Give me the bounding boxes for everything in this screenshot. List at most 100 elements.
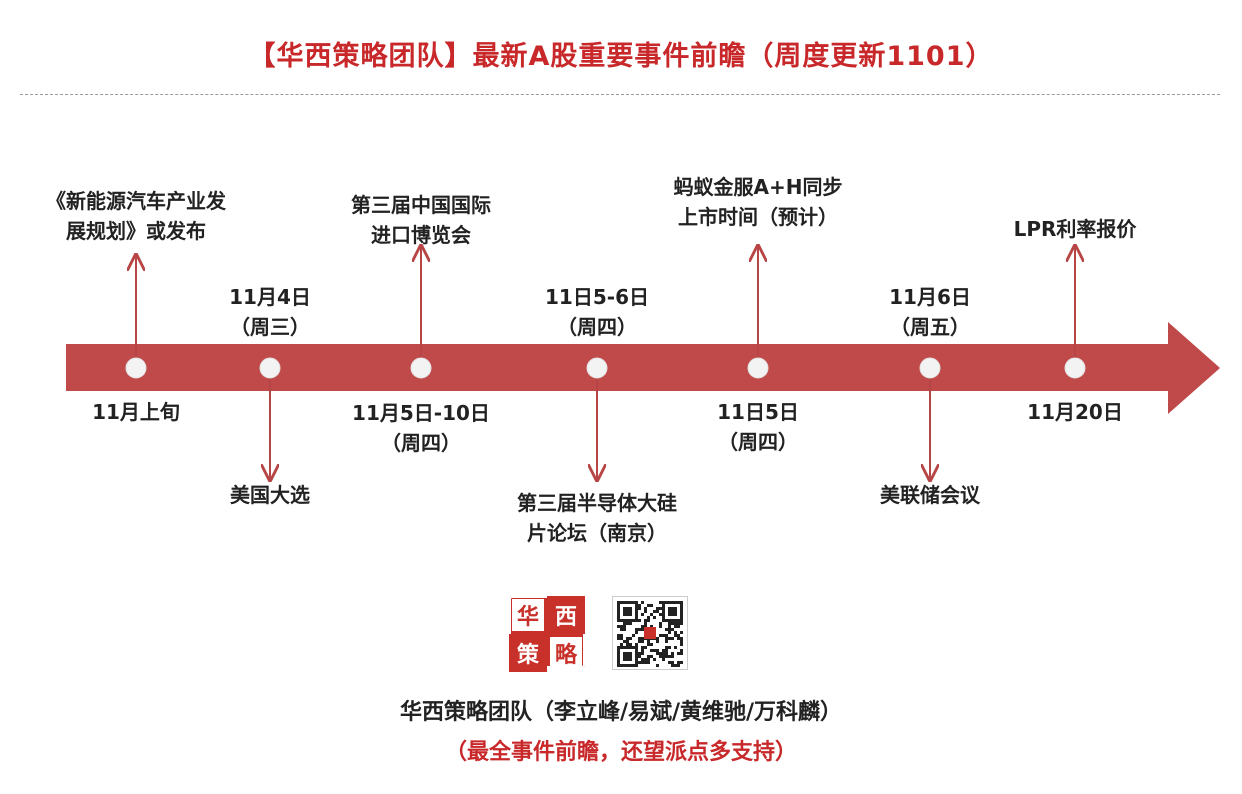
qr-module xyxy=(662,604,665,607)
date-label-line: 11月4日 xyxy=(229,285,311,309)
qr-module xyxy=(635,643,638,646)
qr-module xyxy=(671,661,674,664)
qr-module xyxy=(629,643,632,646)
event-label-line: 蚂蚁金服A+H同步 xyxy=(673,175,843,199)
date-label-line: 11日5日 xyxy=(717,400,799,424)
qr-module xyxy=(671,655,674,658)
qr-module xyxy=(662,655,665,658)
qr-module xyxy=(662,658,665,661)
qr-module xyxy=(629,652,632,655)
qr-module xyxy=(674,646,677,649)
qr-module xyxy=(659,625,662,628)
date-label: 11日5-6日（周四） xyxy=(497,282,697,342)
qr-module xyxy=(617,655,620,658)
qr-module xyxy=(680,619,683,622)
qr-module xyxy=(644,610,647,613)
qr-module xyxy=(638,640,641,643)
qr-module xyxy=(680,631,683,634)
qr-module xyxy=(647,655,650,658)
qr-module xyxy=(665,640,668,643)
event-label: LPR利率报价 xyxy=(985,214,1165,244)
qr-module xyxy=(668,628,671,631)
qr-module xyxy=(647,619,650,622)
qr-module xyxy=(626,622,629,625)
qr-module xyxy=(644,625,647,628)
qr-module xyxy=(653,610,656,613)
qr-module xyxy=(659,634,662,637)
qr-module xyxy=(635,658,638,661)
timeline-node xyxy=(125,357,147,379)
date-label: 11月6日（周五） xyxy=(830,282,1030,342)
qr-module xyxy=(623,619,626,622)
qr-module xyxy=(617,664,620,667)
qr-module xyxy=(617,652,620,655)
qr-module xyxy=(677,601,680,604)
qr-module xyxy=(629,601,632,604)
qr-module xyxy=(626,655,629,658)
qr-module xyxy=(638,661,641,664)
qr-module xyxy=(620,601,623,604)
qr-module xyxy=(620,625,623,628)
qr-module xyxy=(623,622,626,625)
qr-module xyxy=(635,664,638,667)
qr-module xyxy=(626,646,629,649)
qr-module xyxy=(668,619,671,622)
qr-module xyxy=(626,637,629,640)
qr-module xyxy=(635,661,638,664)
qr-module xyxy=(680,607,683,610)
qr-module xyxy=(638,628,641,631)
qr-center-mark xyxy=(644,627,656,639)
slogan: （最全事件前瞻，还望派点多支持） xyxy=(444,740,797,765)
qr-module xyxy=(641,646,644,649)
qr-module xyxy=(623,601,626,604)
qr-module xyxy=(656,664,659,667)
qr-module xyxy=(644,646,647,649)
date-label: 11日5日（周四） xyxy=(658,397,858,457)
qr-module xyxy=(662,652,665,655)
date-label-line: （周三） xyxy=(230,315,310,339)
qr-module xyxy=(662,649,665,652)
timeline-diagram xyxy=(66,0,1220,600)
seal-char: 略 xyxy=(550,637,582,669)
qr-module xyxy=(671,607,674,610)
qr-module xyxy=(638,607,641,610)
qr-module xyxy=(644,622,647,625)
qr-module xyxy=(668,625,671,628)
qr-module xyxy=(659,607,662,610)
qr-module xyxy=(617,646,620,649)
qr-module xyxy=(671,664,674,667)
qr-module xyxy=(617,613,620,616)
qr-module xyxy=(653,658,656,661)
qr-module xyxy=(623,640,626,643)
qr-module xyxy=(680,601,683,604)
event-label-line: 片论坛（南京） xyxy=(527,521,667,545)
qr-module xyxy=(668,601,671,604)
qr-module xyxy=(626,610,629,613)
qr-module xyxy=(674,610,677,613)
qr-module xyxy=(674,613,677,616)
qr-module xyxy=(629,622,632,625)
qr-module xyxy=(641,649,644,652)
qr-module xyxy=(665,634,668,637)
qr-module xyxy=(641,601,644,604)
date-label-line: 11月上旬 xyxy=(92,400,180,424)
qr-module xyxy=(677,619,680,622)
qr-module xyxy=(617,607,620,610)
qr-module xyxy=(677,625,680,628)
seal-char: 西 xyxy=(547,596,585,634)
qr-module xyxy=(626,658,629,661)
qr-module xyxy=(680,637,683,640)
qr-module xyxy=(677,637,680,640)
seal-char: 华 xyxy=(512,599,544,631)
qr-module xyxy=(653,616,656,619)
event-label-line: 上市时间（预计） xyxy=(678,205,838,229)
seal-logo: 华 西 策 略 xyxy=(509,596,585,672)
page-title: 【华西策略团队】最新A股重要事件前瞻（周度更新1101） xyxy=(248,41,994,72)
qr-module xyxy=(620,643,623,646)
qr-module xyxy=(680,604,683,607)
qr-module xyxy=(668,661,671,664)
qr-module xyxy=(665,652,668,655)
qr-module xyxy=(623,658,626,661)
qr-module xyxy=(644,607,647,610)
qr-module xyxy=(671,637,674,640)
